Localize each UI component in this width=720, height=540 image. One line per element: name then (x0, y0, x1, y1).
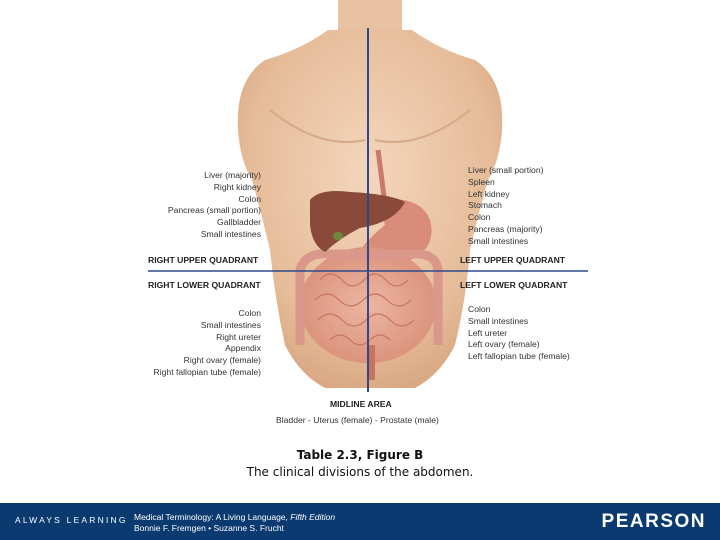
gallbladder (333, 232, 343, 240)
book-authors: Bonnie F. Fremgen • Suzanne S. Frucht (134, 523, 284, 533)
midline-area-title: MIDLINE AREA (330, 399, 392, 409)
midline-area-organs: Bladder - Uterus (female) - Prostate (ma… (276, 415, 439, 425)
lower-left-organ-list: Colon Small intestines Right ureter Appe… (153, 308, 261, 377)
upper-left-organ-list: Liver (majority) Right kidney Colon Panc… (167, 170, 261, 239)
left-lower-quadrant-label: LEFT LOWER QUADRANT (460, 280, 568, 290)
right-lower-quadrant-label: RIGHT LOWER QUADRANT (148, 280, 261, 290)
always-learning-tagline: ALWAYS LEARNING (15, 515, 128, 525)
colon (295, 249, 443, 345)
left-upper-quadrant-label: LEFT UPPER QUADRANT (460, 255, 566, 265)
figure-caption-title: Table 2.3, Figure B (296, 448, 424, 462)
right-upper-quadrant-label: RIGHT UPPER QUADRANT (148, 255, 259, 265)
pectoral-shading (269, 109, 366, 143)
stomach (360, 199, 432, 263)
upper-right-organ-list: Liver (small portion) Spleen Left kidney… (468, 165, 544, 246)
footer-bar: ALWAYS LEARNING Medical Terminology: A L… (0, 503, 720, 540)
pectoral-shading (374, 109, 471, 143)
neck (338, 0, 402, 30)
intestine-coils (314, 273, 415, 346)
book-title: Medical Terminology: A Living Language, … (134, 512, 336, 522)
pearson-logo: PEARSON (601, 511, 706, 532)
figure-caption-subtitle: The clinical divisions of the abdomen. (246, 465, 474, 479)
lower-right-organ-list: Colon Small intestines Left ureter Left … (468, 304, 570, 362)
